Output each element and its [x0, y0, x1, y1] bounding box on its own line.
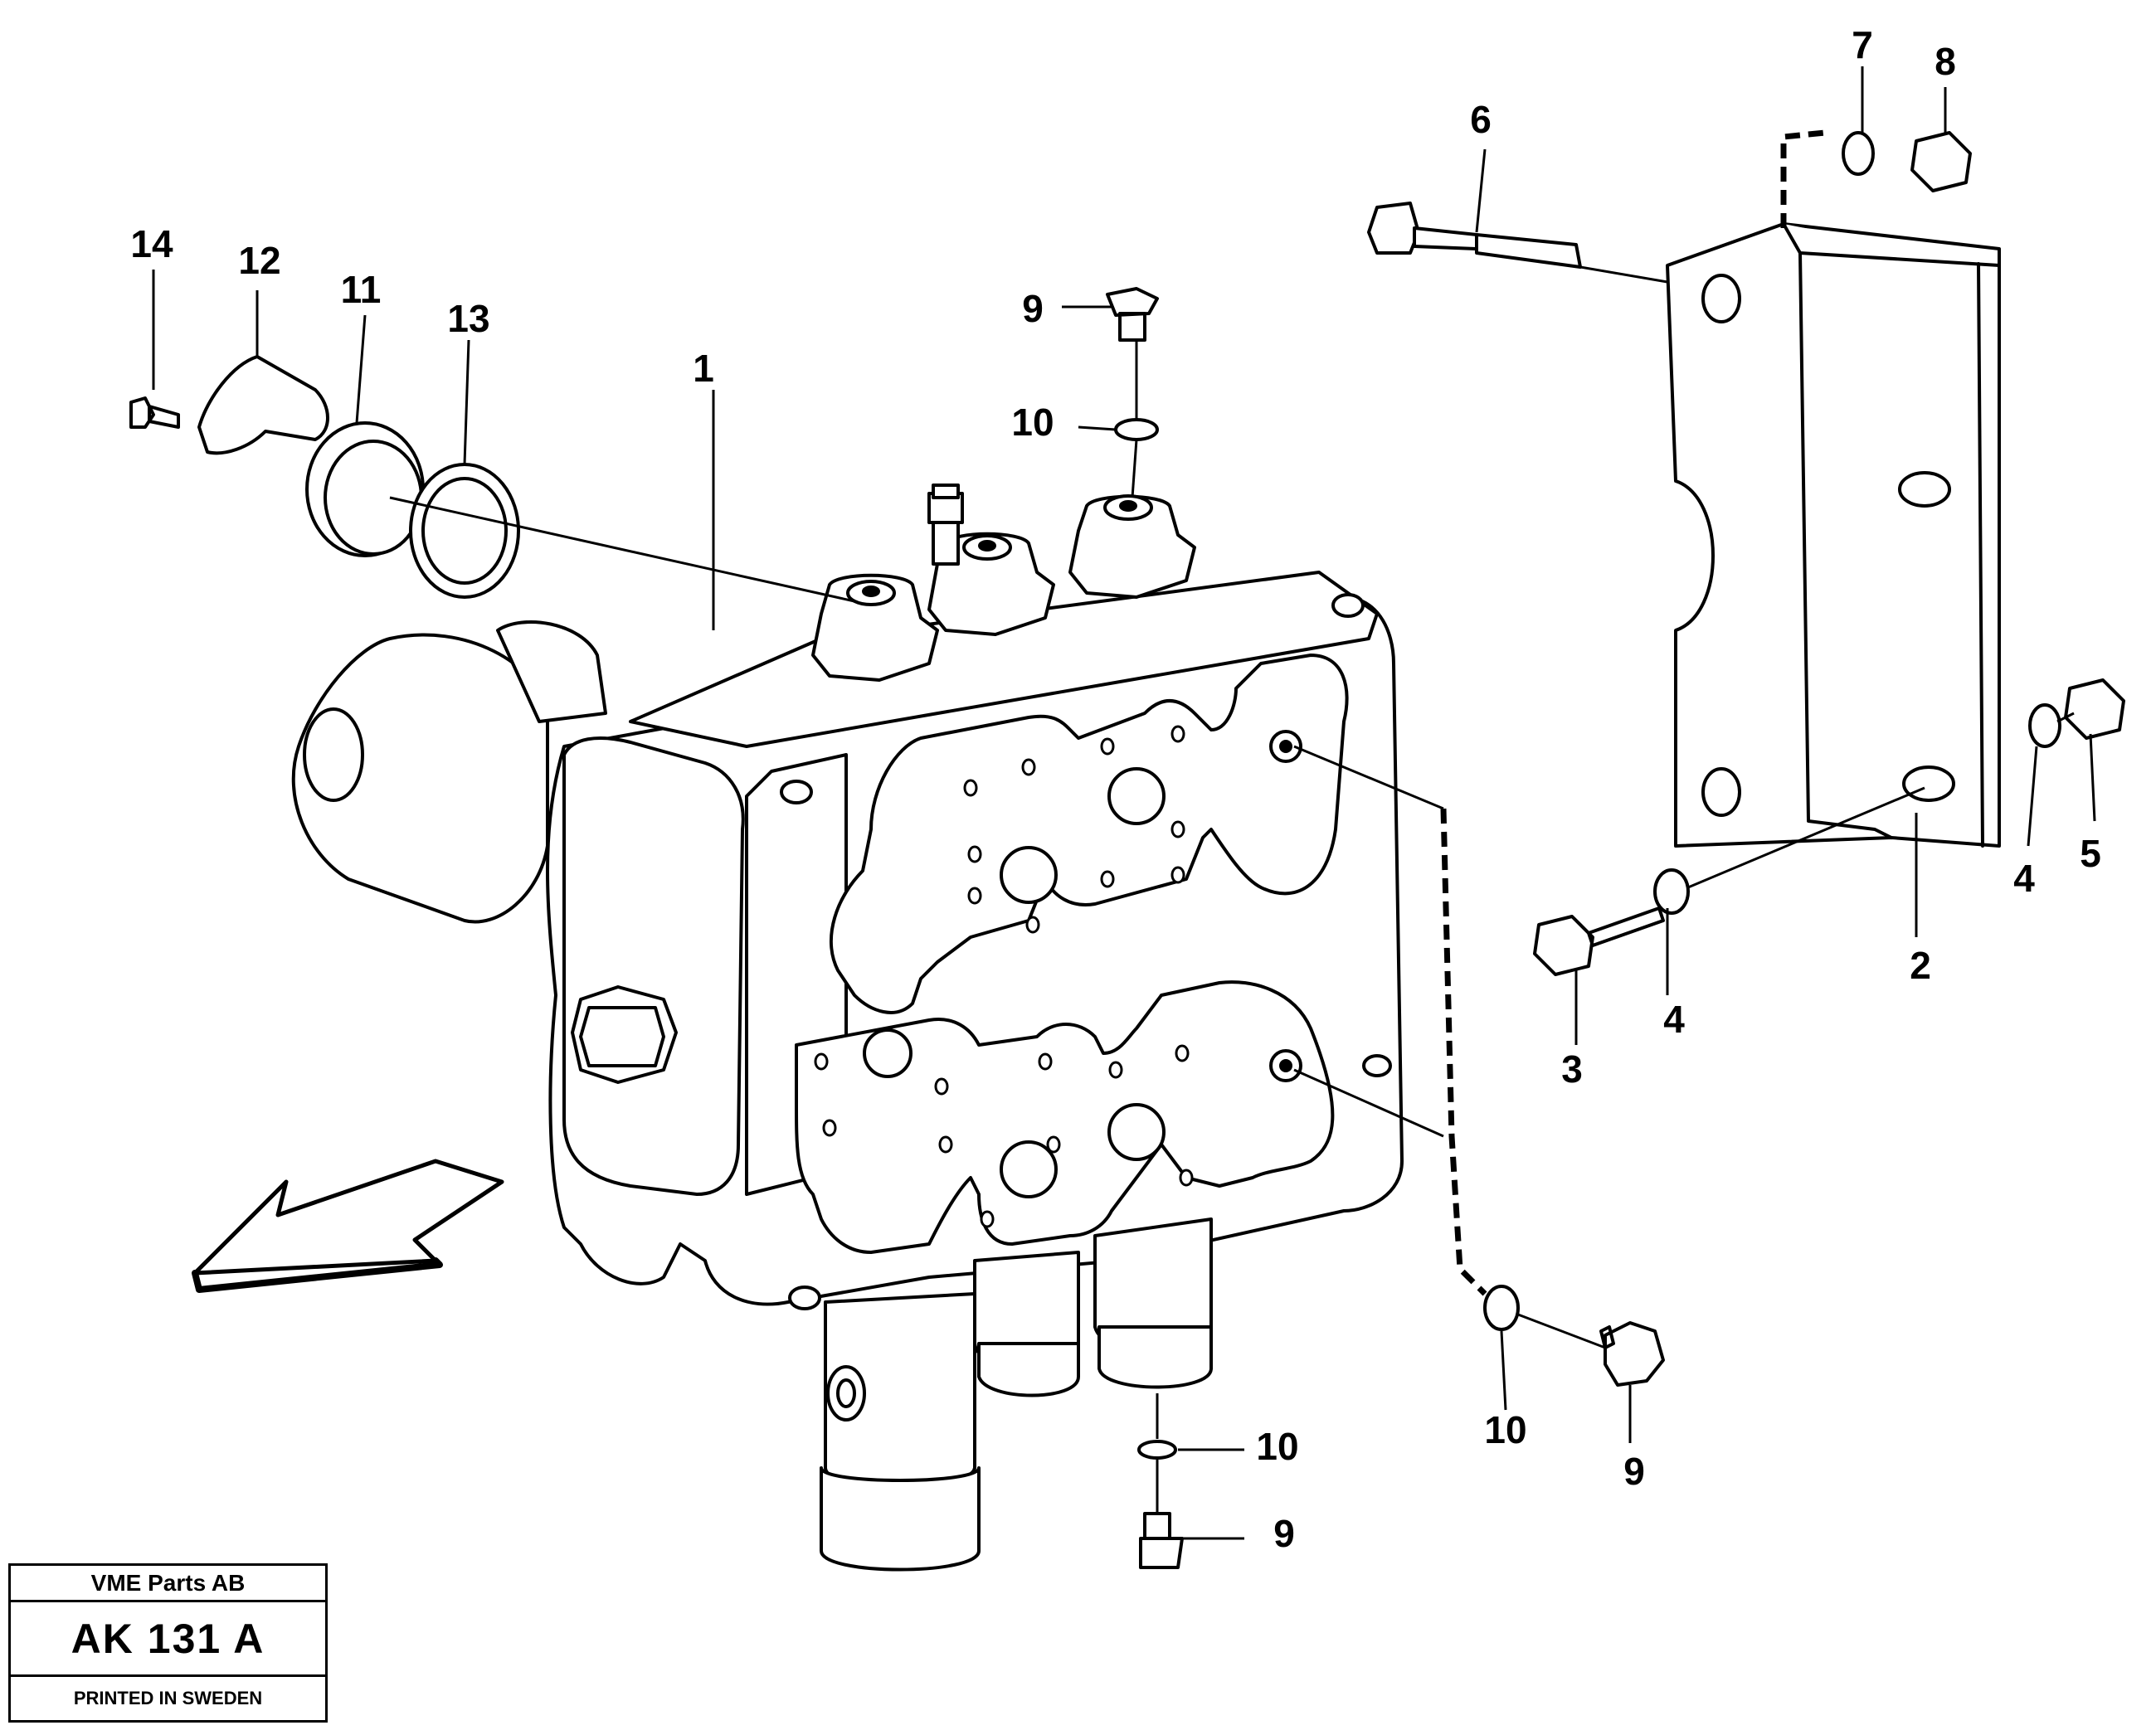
callout-9-bottom: 9 — [1273, 1512, 1295, 1555]
callout-5: 5 — [2080, 832, 2101, 875]
callout-8: 8 — [1935, 40, 1956, 83]
clamp-part-12 — [197, 355, 329, 455]
callout-10-right: 10 — [1484, 1408, 1526, 1451]
callout-6: 6 — [1470, 98, 1492, 141]
mounting-bracket — [1666, 222, 2001, 848]
callout-9-top: 9 — [1022, 287, 1044, 330]
print-note: PRINTED IN SWEDEN — [73, 1688, 263, 1708]
callout-13: 13 — [447, 297, 489, 340]
washer-part-10-bottom — [1137, 1440, 1177, 1460]
drawing-code: AK 131 A — [11, 1602, 325, 1677]
callout-3: 3 — [1561, 1047, 1583, 1091]
screw-part-14 — [129, 396, 180, 429]
callout-1: 1 — [693, 347, 714, 390]
callout-10-bottom: 10 — [1256, 1425, 1298, 1468]
washer-part-10-right — [1483, 1285, 1520, 1331]
callout-7: 7 — [1852, 23, 1873, 66]
callout-labels: 1 2 3 4 4 5 6 7 8 9 9 9 10 10 10 11 12 1… — [130, 23, 2100, 1555]
callout-12: 12 — [238, 239, 280, 282]
washer-part-7 — [1842, 131, 1875, 176]
screw-part-9-top — [1106, 287, 1159, 342]
control-valve-body — [291, 484, 1404, 1572]
screw-part-9-right — [1599, 1321, 1665, 1387]
callout-4-right: 4 — [2013, 857, 2035, 900]
callout-10-top: 10 — [1011, 401, 1054, 444]
company-name: VME Parts AB — [11, 1566, 325, 1602]
callout-11: 11 — [341, 268, 382, 311]
screw-part-9-bottom — [1139, 1512, 1184, 1569]
dashed-alignment-lines — [1440, 129, 1826, 1296]
bolt-part-6 — [1367, 202, 1582, 269]
washer-part-4-right — [2028, 703, 2061, 748]
nut-part-5 — [2064, 678, 2125, 740]
title-block: VME Parts AB AK 131 A PRINTED IN SWEDEN — [8, 1563, 328, 1723]
callout-14: 14 — [130, 222, 173, 265]
washer-part-4-left — [1653, 868, 1690, 915]
bolt-part-3 — [1533, 906, 1665, 976]
direction-arrow — [192, 1159, 504, 1276]
leader-lines — [152, 66, 2096, 1540]
callout-9-right: 9 — [1623, 1450, 1645, 1493]
nut-part-8 — [1910, 131, 1972, 192]
washer-part-10-top — [1114, 418, 1159, 441]
callout-2: 2 — [1910, 944, 1931, 987]
callout-4-left: 4 — [1663, 998, 1685, 1041]
